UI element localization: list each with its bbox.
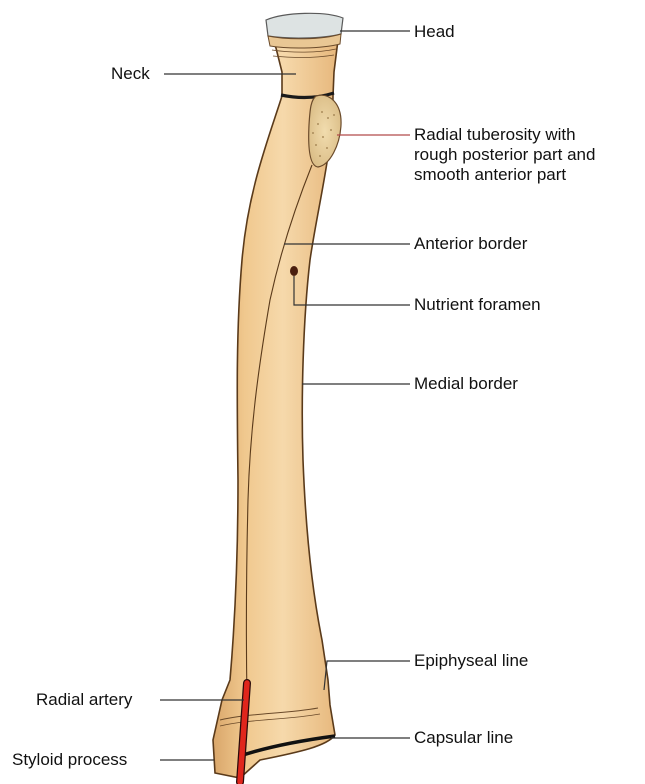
label-styloid-process: Styloid process: [12, 750, 127, 770]
radial-tuberosity: [309, 95, 341, 167]
label-radial-artery: Radial artery: [36, 690, 132, 710]
label-nutrient-foramen: Nutrient foramen: [414, 295, 541, 315]
label-radial-tuberosity-line-2: rough posterior part and: [414, 145, 645, 165]
head-cartilage: [266, 13, 343, 38]
label-neck: Neck: [111, 64, 150, 84]
label-radial-tuberosity-line-1: Radial tuberosity with: [414, 125, 645, 145]
leader-epiphyseal-line: [324, 661, 410, 690]
label-anterior-border: Anterior border: [414, 234, 527, 254]
leader-nutrient-foramen: [294, 276, 410, 305]
label-capsular-line: Capsular line: [414, 728, 513, 748]
nutrient-foramen: [290, 266, 298, 276]
label-radial-tuberosity: Radial tuberosity with rough posterior p…: [414, 125, 645, 185]
label-head: Head: [414, 22, 455, 42]
label-radial-tuberosity-line-3: smooth anterior part: [414, 165, 645, 185]
label-epiphyseal-line: Epiphyseal line: [414, 651, 528, 671]
label-medial-border: Medial border: [414, 374, 518, 394]
